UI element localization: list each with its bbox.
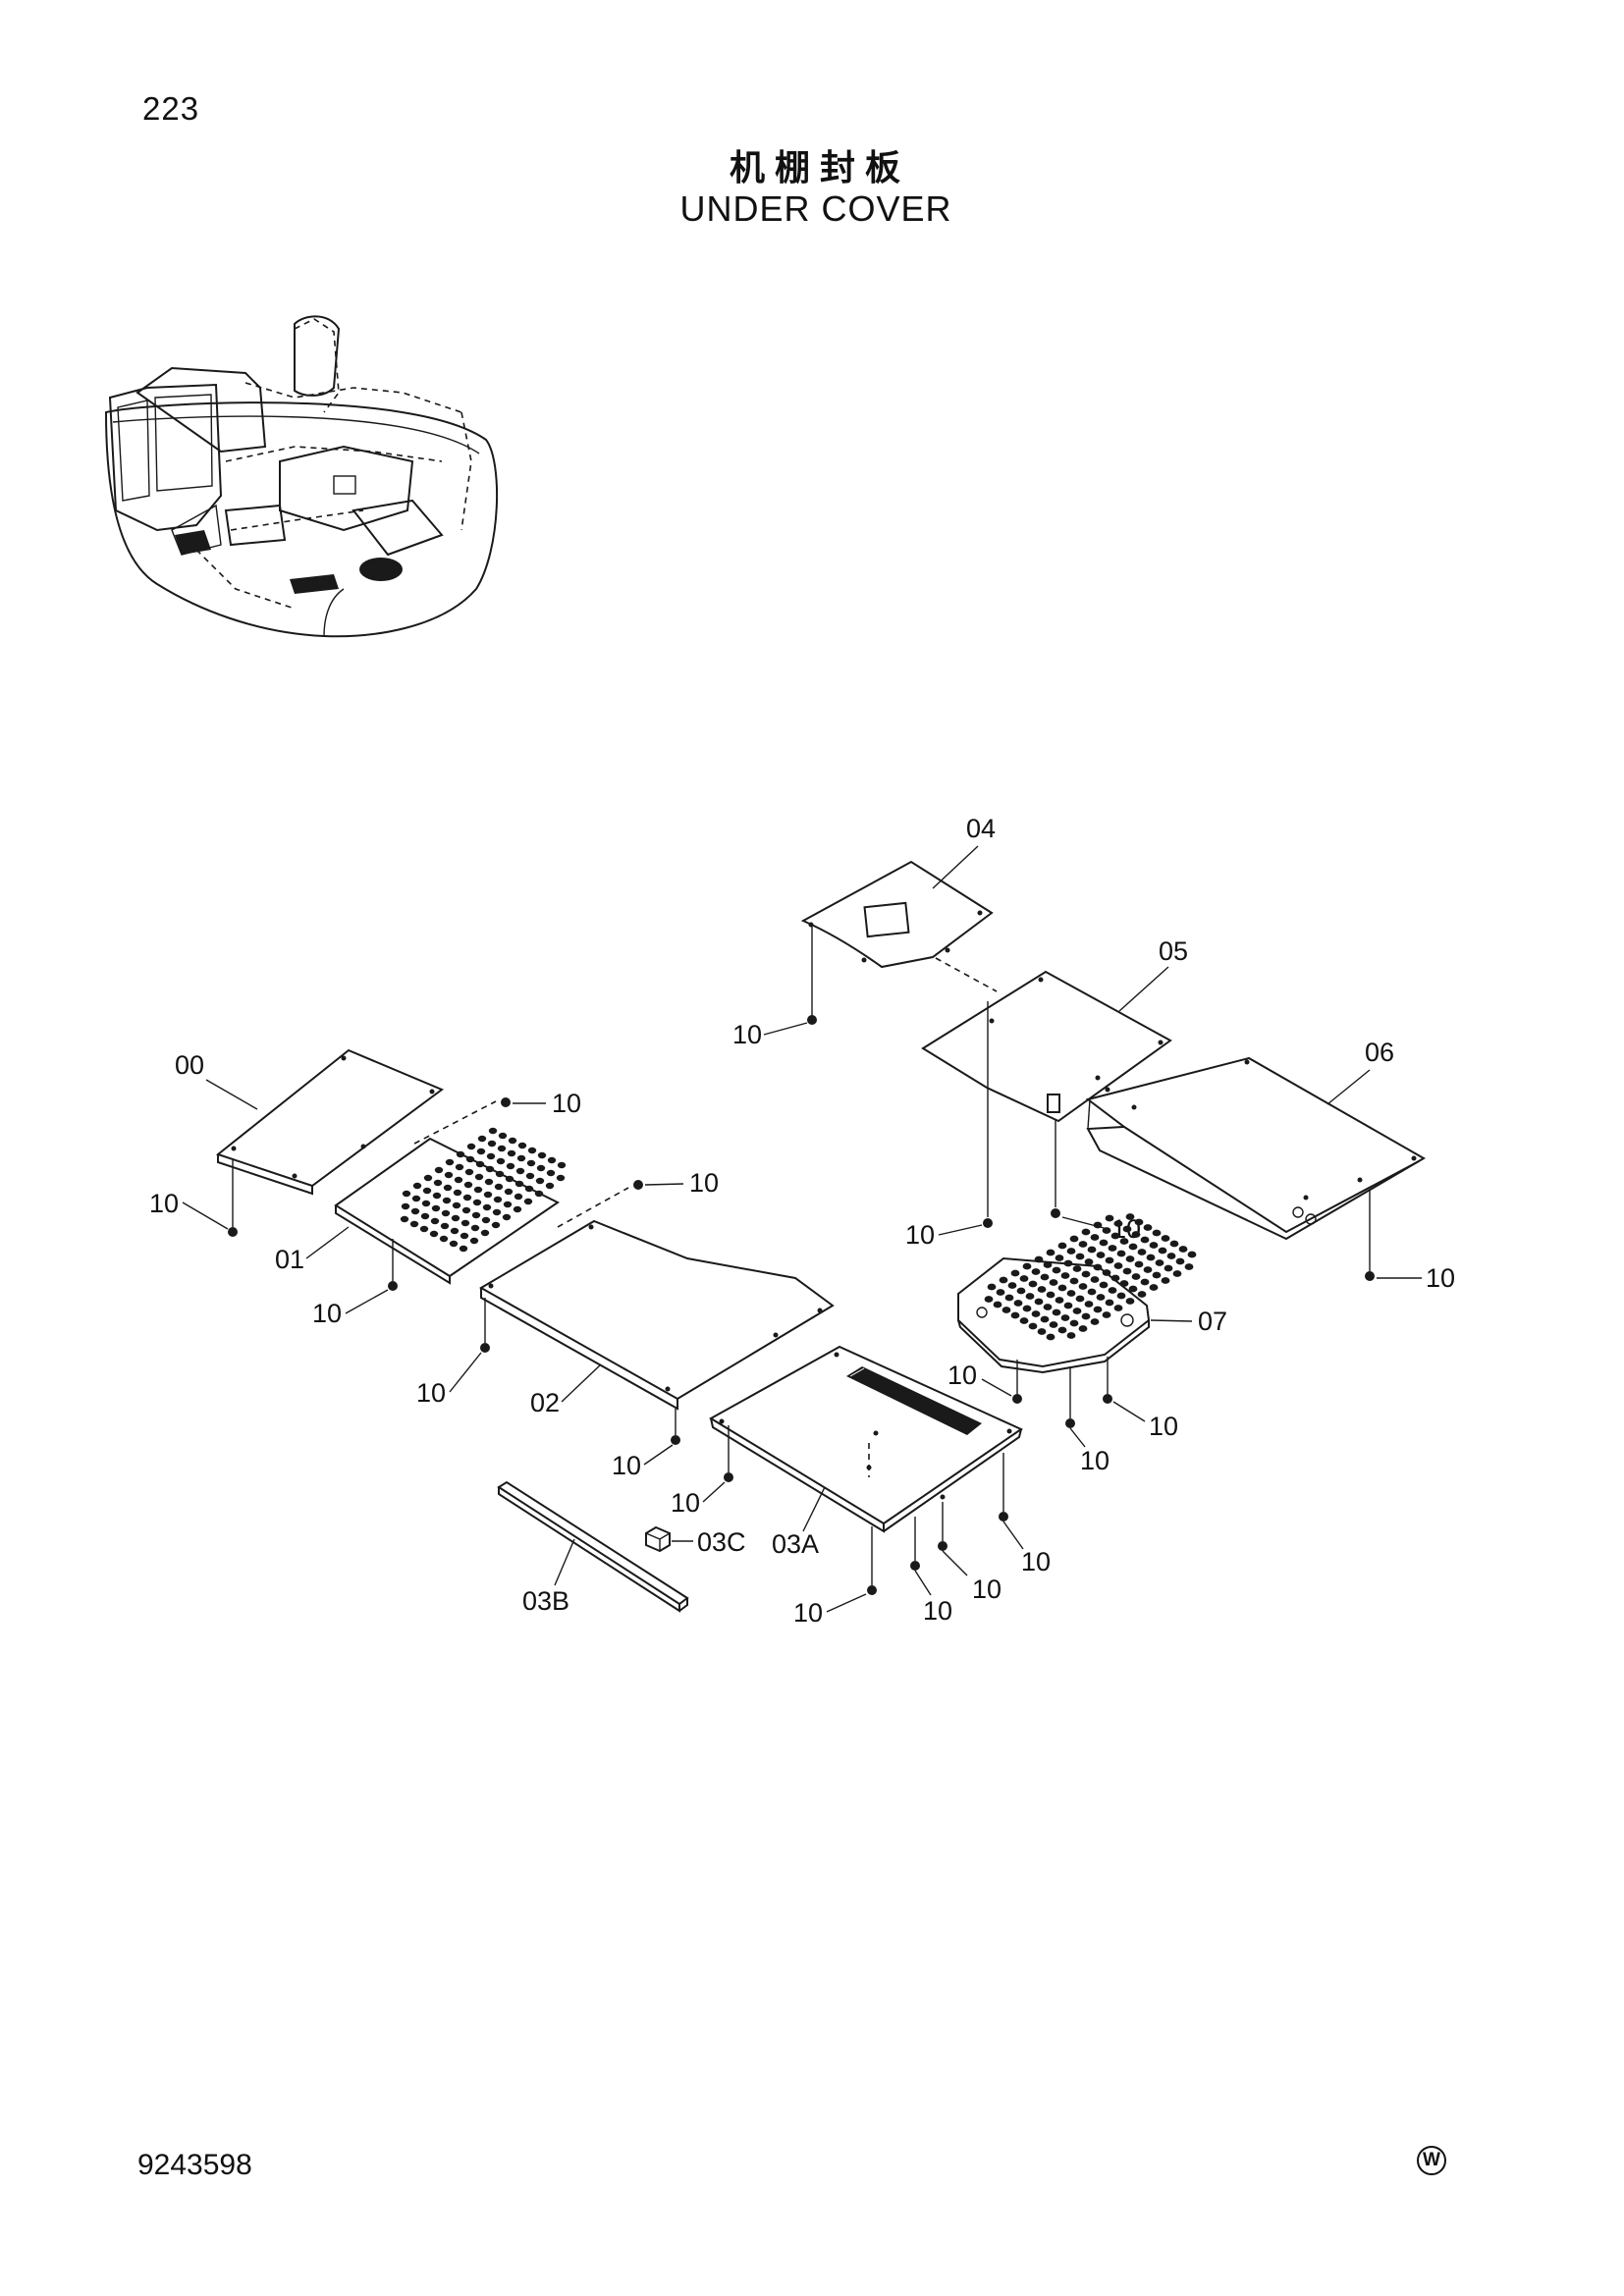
part-05-panel [921, 970, 1172, 1228]
callout-04: 04 [966, 814, 996, 843]
callout-10-h: 10 [312, 1299, 342, 1328]
part-03c-clip [645, 1525, 671, 1553]
part-07-grille [957, 1213, 1197, 1428]
callout-10-a: 10 [732, 1020, 762, 1049]
document-number: 9243598 [137, 2149, 252, 2181]
page-number: 223 [142, 90, 200, 127]
callout-10-b: 10 [905, 1220, 935, 1250]
callout-05: 05 [1159, 936, 1188, 966]
callout-10-n: 10 [671, 1488, 700, 1518]
callout-10-d: 10 [1426, 1263, 1455, 1293]
callout-10-r: 10 [1021, 1547, 1051, 1576]
callout-10-i: 10 [416, 1378, 446, 1408]
callout-03b: 03B [522, 1586, 569, 1616]
callout-10-o: 10 [793, 1598, 823, 1628]
part-02-panel [479, 1219, 835, 1445]
part-00-panel [215, 1048, 445, 1237]
callout-10-p: 10 [923, 1596, 952, 1626]
page-title-chinese: 机棚封板 [729, 147, 910, 187]
callout-07: 07 [1198, 1307, 1227, 1336]
callout-03c: 03C [697, 1527, 746, 1557]
part-03b-strip [497, 1480, 689, 1613]
callout-10-m: 10 [1149, 1412, 1178, 1441]
callout-01: 01 [275, 1245, 304, 1274]
page-title-english: UNDER COVER [679, 188, 952, 229]
callout-10-j: 10 [612, 1451, 641, 1480]
part-06-panel [1085, 1056, 1426, 1281]
callout-03a: 03A [772, 1529, 819, 1559]
part-04-panel [800, 860, 998, 1025]
excavator-upperstructure-icon [104, 315, 499, 638]
circled-w-icon: W [1417, 2146, 1446, 2175]
part-03a-panel [709, 1345, 1024, 1595]
callout-02: 02 [530, 1388, 560, 1417]
callout-10-g: 10 [689, 1168, 719, 1198]
callout-10-q: 10 [972, 1575, 1001, 1604]
callout-10-f: 10 [552, 1089, 581, 1118]
callout-06: 06 [1365, 1038, 1394, 1067]
callout-10-e: 10 [149, 1189, 179, 1218]
callout-10-l: 10 [1080, 1446, 1110, 1475]
callout-00: 00 [175, 1050, 204, 1080]
callout-10-k: 10 [947, 1361, 977, 1390]
part-01-grille [334, 1127, 567, 1291]
